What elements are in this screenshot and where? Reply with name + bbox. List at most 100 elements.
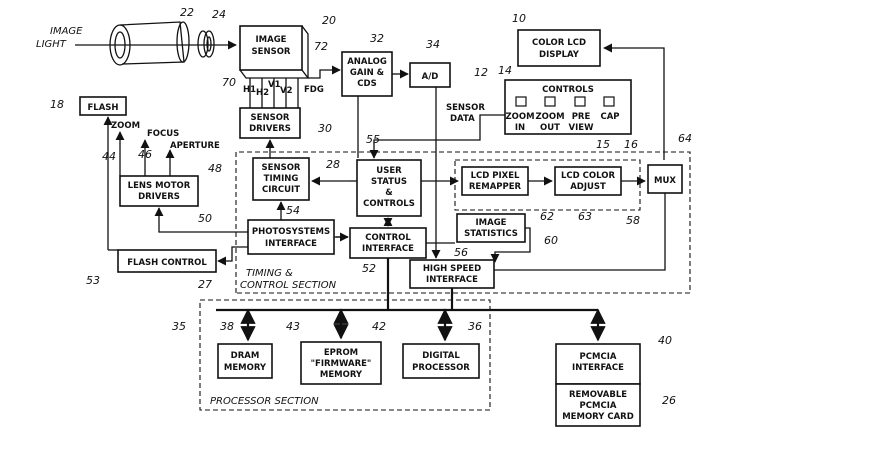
- svg-text:27: 27: [198, 278, 212, 291]
- iris-element: [197, 30, 215, 58]
- svg-text:32: 32: [370, 32, 384, 45]
- svg-text:14: 14: [498, 64, 512, 77]
- pcmcia-interface-block: [555, 343, 641, 385]
- svg-text:10: 10: [512, 12, 526, 25]
- sensor-signal-lines: [249, 78, 299, 108]
- svg-text:15: 15: [596, 138, 610, 151]
- svg-text:42: 42: [372, 320, 386, 333]
- user-status-controls-block: [356, 159, 422, 217]
- processor-section-label: PROCESSOR SECTION: [210, 396, 319, 407]
- lcd-color-adjust-block: [554, 166, 622, 196]
- flash-control-label: FLASH CONTROL: [127, 258, 207, 268]
- svg-text:24: 24: [212, 8, 226, 21]
- flash-block: [79, 96, 127, 116]
- svg-text:22: 22: [180, 6, 194, 19]
- zoom-in-button-icon: [515, 96, 527, 107]
- controls-label: CONTROLS: [542, 85, 594, 95]
- lens-focus-label: FOCUS: [147, 129, 179, 139]
- sensor-drivers-block: [239, 107, 301, 139]
- high-speed-interface-block: [409, 259, 495, 289]
- svg-text:35: 35: [172, 320, 186, 333]
- signal-h2: H2: [256, 88, 269, 98]
- reference-numbers: 22 24 20 72 70 32 34 10 12 14 15 16 18 4…: [50, 6, 692, 407]
- signal-fdg: FDG: [304, 85, 324, 95]
- zoom-out-button-icon: [544, 96, 556, 107]
- svg-text:28: 28: [326, 158, 340, 171]
- svg-text:70: 70: [222, 76, 236, 89]
- timing-control-section-outline: [235, 151, 691, 294]
- digital-processor-block: [402, 343, 480, 379]
- mux-block: [647, 164, 683, 194]
- svg-text:54: 54: [286, 204, 300, 217]
- svg-text:34: 34: [426, 38, 440, 51]
- signal-v1: V1: [268, 80, 281, 90]
- svg-text:55: 55: [366, 133, 380, 146]
- svg-text:72: 72: [314, 40, 328, 53]
- svg-text:30: 30: [318, 122, 332, 135]
- svg-text:38: 38: [220, 320, 234, 333]
- photosystems-interface-block: [247, 219, 335, 255]
- eprom-memory-block: [300, 341, 382, 385]
- svg-text:36: 36: [468, 320, 482, 333]
- processor-section-outline: [199, 299, 491, 411]
- timing-section-label: TIMING &CONTROL SECTION: [240, 268, 337, 291]
- lens-motor-drivers-block: [119, 175, 199, 207]
- image-sensor-block: [239, 25, 303, 71]
- lcd-subsection-outline: [454, 159, 641, 211]
- preview-button-icon: [574, 96, 586, 107]
- svg-text:44: 44: [102, 150, 116, 163]
- svg-text:48: 48: [208, 162, 222, 175]
- svg-text:46: 46: [138, 148, 152, 161]
- svg-text:64: 64: [678, 132, 692, 145]
- lens-zoom-label: ZOOM: [111, 121, 140, 131]
- svg-text:12: 12: [474, 66, 488, 79]
- lens-signal-lines: [115, 131, 175, 176]
- svg-text:56: 56: [454, 246, 468, 259]
- dram-memory-block: [217, 343, 273, 379]
- svg-text:63: 63: [578, 210, 592, 223]
- analog-gain-cds-block: [341, 51, 393, 97]
- controls-panel: [504, 79, 632, 135]
- cap-label: CAP: [600, 112, 619, 122]
- ad-label: A/D: [422, 72, 439, 82]
- svg-text:60: 60: [544, 234, 558, 247]
- svg-text:20: 20: [322, 14, 336, 27]
- svg-text:52: 52: [362, 262, 376, 275]
- color-lcd-display-block: [517, 29, 601, 67]
- svg-text:58: 58: [626, 214, 640, 227]
- eprom-label: EPROM"FIRMWARE"MEMORY: [311, 348, 372, 380]
- pcmcia-memory-card-block: [555, 383, 641, 427]
- main-data-bus: [216, 258, 598, 312]
- signal-h1: H1: [243, 85, 256, 95]
- svg-text:40: 40: [658, 334, 672, 347]
- svg-text:26: 26: [662, 394, 676, 407]
- svg-text:43: 43: [286, 320, 300, 333]
- flash-control-block: [117, 249, 217, 273]
- lens-aperture-label: APERTURE: [170, 141, 220, 151]
- svg-text:18: 18: [50, 98, 64, 111]
- mux-label: MUX: [654, 176, 676, 186]
- svg-text:62: 62: [540, 210, 554, 223]
